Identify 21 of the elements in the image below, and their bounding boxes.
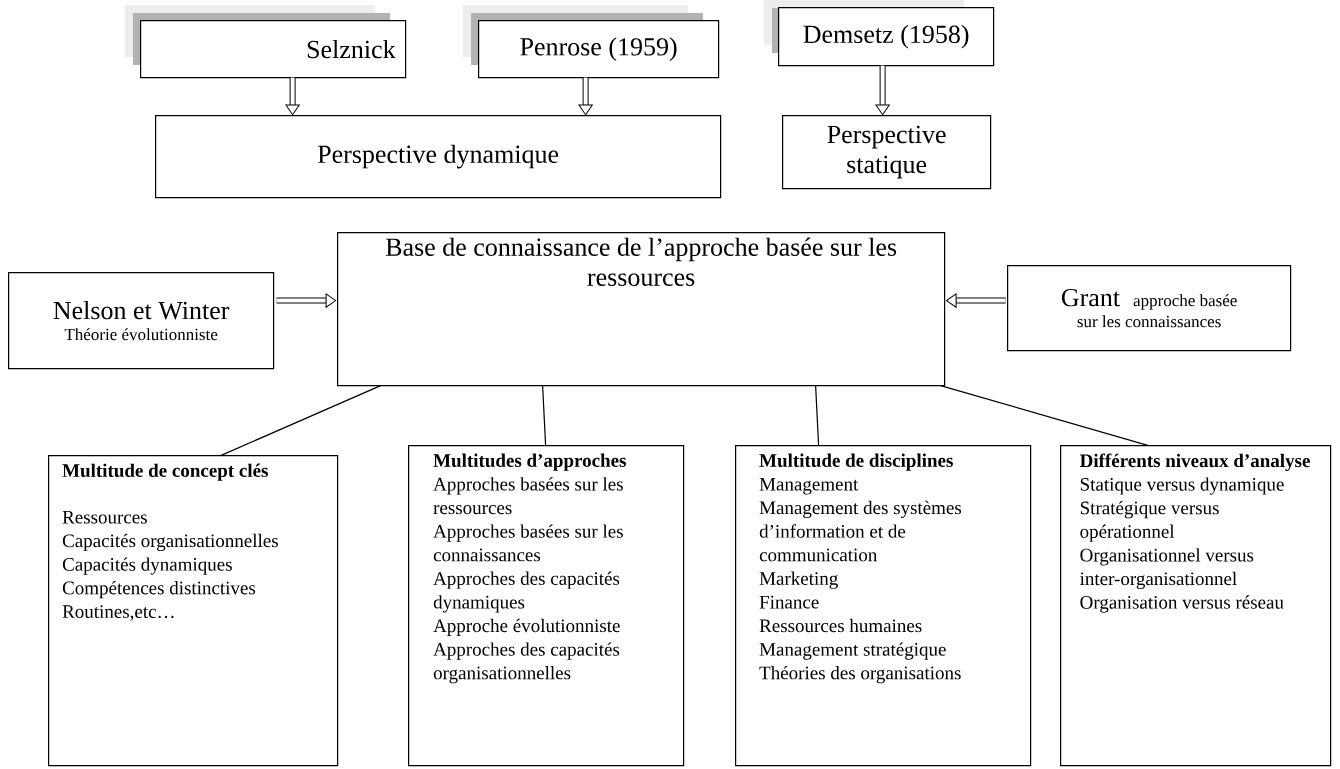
category-box: Multitude de concept clés Ressources Capacités organisationnelles Capacités dynamiques Compétences distinctives Routines,etc… <box>48 455 339 767</box>
author-box: Grant approche basée sur les connaissances <box>1007 265 1292 352</box>
perspective-box: Perspective statique <box>782 115 992 190</box>
author-box: Demsetz (1958) <box>778 7 995 67</box>
perspective-box: Perspective dynamique <box>155 115 722 199</box>
hollow-arrow <box>276 293 337 308</box>
central-box: Base de connaissance de l’approche basée sur les ressources <box>337 232 946 387</box>
author-box: Nelson et Winter Théorie évolutionniste <box>8 272 275 370</box>
hollow-arrow <box>946 293 1006 308</box>
category-box: Multitudes d’approches Approches basées sur les ressources Approches basées sur les connaissances Approches des capacités dynamiques Approche évolutionniste Approches des capacités organisationnelles <box>408 445 685 767</box>
hollow-arrow <box>578 77 593 116</box>
connector-line <box>940 385 1150 447</box>
connector-line <box>220 385 382 457</box>
category-box: Différents niveaux d’analyse Statique versus dynamique Stratégique versus opérationnel Organisationnel versus inter-organisationnel Organisation versus réseau <box>1060 445 1332 767</box>
category-box: Multitude de disciplines Management Management des systèmes d’information et de communication Marketing Finance Ressources humaines Management stratégique Théories des organisations <box>735 445 1032 767</box>
author-box: Penrose (1959) <box>478 20 720 79</box>
hollow-arrow <box>285 77 300 116</box>
hollow-arrow <box>875 65 890 116</box>
connector-line <box>542 385 547 447</box>
author-box: Selznick <box>140 20 407 79</box>
connector-line <box>815 385 820 447</box>
